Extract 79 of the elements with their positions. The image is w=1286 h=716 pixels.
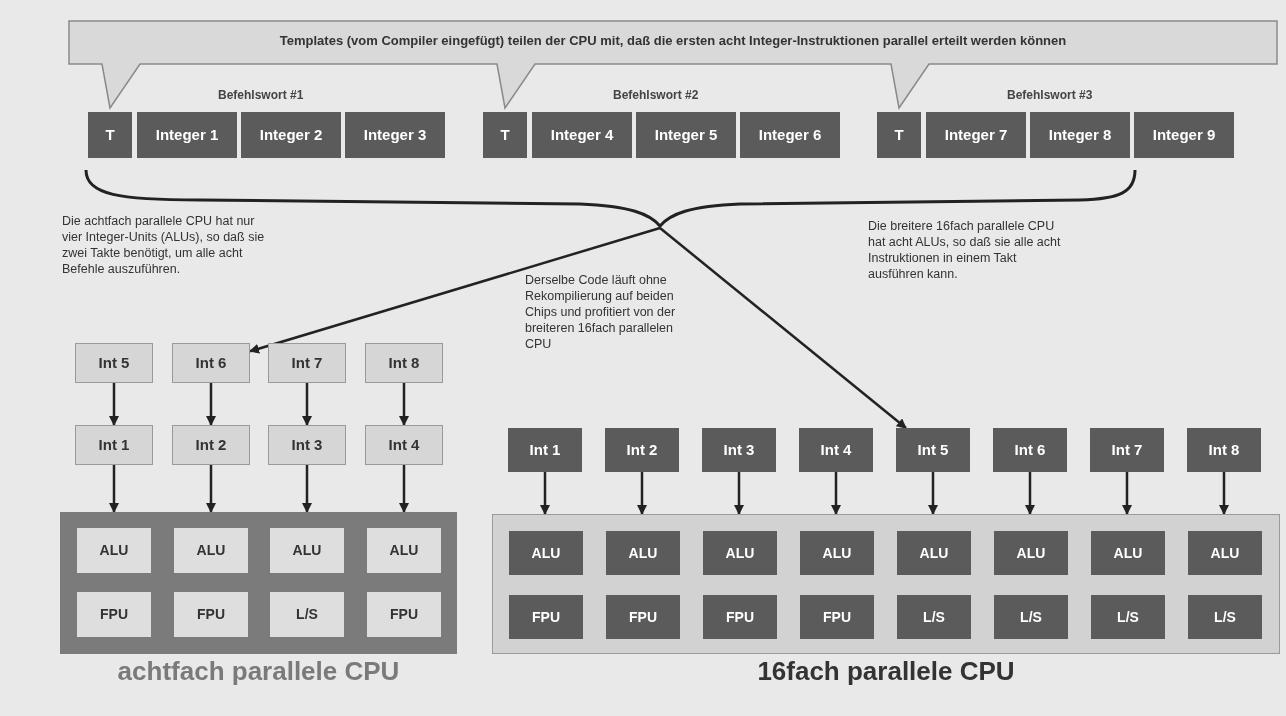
cpu-caption: achtfach parallele CPU [117, 658, 400, 684]
integer-instruction-box: Int 2 [172, 425, 250, 465]
execution-unit-box: ALU [270, 528, 344, 573]
arrow [302, 383, 312, 426]
arrow [1219, 472, 1229, 515]
integer-instruction-box: Int 6 [172, 343, 250, 383]
instruction-slot: Integer 7 [926, 112, 1026, 158]
arrow [1025, 472, 1035, 515]
arrow [540, 472, 550, 515]
instruction-slot: Integer 6 [740, 112, 840, 158]
execution-unit-box: ALU [800, 531, 874, 575]
arrow [249, 226, 661, 354]
arrow [734, 472, 744, 515]
execution-unit-box: FPU [174, 592, 248, 637]
integer-instruction-box: Int 4 [799, 428, 873, 472]
instruction-slot: Integer 2 [241, 112, 341, 158]
instruction-slot: T [88, 112, 132, 158]
instruction-slot: Integer 3 [345, 112, 445, 158]
callout-text: Templates (vom Compiler eingefügt) teilen der CPU mit, daß die ersten acht Integer-Instruktionen parallel erteilt werden können [278, 33, 1068, 50]
cpu-caption: 16fach parallele CPU [757, 658, 1015, 684]
execution-unit-box: ALU [994, 531, 1068, 575]
arrow [206, 383, 216, 426]
integer-instruction-box: Int 2 [605, 428, 679, 472]
arrow [302, 465, 312, 513]
annotation-text: Die achtfach parallele CPU hat nur vier Integer-Units (ALUs), so daß sie zwei Takte benötigt, um alle acht Befehle auszuführen. [62, 213, 266, 277]
execution-unit-box: ALU [174, 528, 248, 573]
execution-unit-box: L/S [270, 592, 344, 637]
instruction-slot: Integer 5 [636, 112, 736, 158]
arrow [831, 472, 841, 515]
integer-instruction-box: Int 7 [1090, 428, 1164, 472]
arrow [399, 383, 409, 426]
integer-instruction-box: Int 1 [75, 425, 153, 465]
execution-unit-box: FPU [606, 595, 680, 639]
execution-unit-box: ALU [509, 531, 583, 575]
execution-unit-box: L/S [994, 595, 1068, 639]
execution-unit-box: ALU [1091, 531, 1165, 575]
instruction-slot: Integer 4 [532, 112, 632, 158]
execution-unit-box: ALU [367, 528, 441, 573]
execution-unit-box: FPU [77, 592, 151, 637]
arrow [109, 383, 119, 426]
execution-unit-box: ALU [77, 528, 151, 573]
execution-unit-box: L/S [897, 595, 971, 639]
arrow [109, 465, 119, 513]
integer-instruction-box: Int 7 [268, 343, 346, 383]
integer-instruction-box: Int 6 [993, 428, 1067, 472]
arrow [659, 227, 907, 429]
execution-unit-box: FPU [800, 595, 874, 639]
instruction-slot: Integer 8 [1030, 112, 1130, 158]
integer-instruction-box: Int 3 [268, 425, 346, 465]
integer-instruction-box: Int 3 [702, 428, 776, 472]
integer-instruction-box: Int 5 [896, 428, 970, 472]
annotation-text: Derselbe Code läuft ohne Rekompilierung auf beiden Chips und profitiert von der breiteren 16fach parallelen CPU [525, 272, 677, 352]
execution-unit-box: ALU [606, 531, 680, 575]
annotation-text: Die breitere 16fach parallele CPU hat acht ALUs, so daß sie alle acht Instruktionen in einem Takt ausführen kann. [868, 218, 1062, 282]
integer-instruction-box: Int 8 [1187, 428, 1261, 472]
arrow [637, 472, 647, 515]
instruction-word-heading: Befehlswort #2 [613, 87, 699, 104]
execution-unit-box: ALU [897, 531, 971, 575]
execution-unit-box: L/S [1188, 595, 1262, 639]
execution-unit-box: L/S [1091, 595, 1165, 639]
instruction-slot: Integer 1 [137, 112, 237, 158]
arrow [928, 472, 938, 515]
execution-unit-box: FPU [367, 592, 441, 637]
integer-instruction-box: Int 1 [508, 428, 582, 472]
execution-unit-box: FPU [509, 595, 583, 639]
instruction-slot: T [877, 112, 921, 158]
arrow [206, 465, 216, 513]
execution-unit-box: FPU [703, 595, 777, 639]
instruction-word-heading: Befehlswort #3 [1007, 87, 1093, 104]
arrow [1122, 472, 1132, 515]
instruction-slot: Integer 9 [1134, 112, 1234, 158]
execution-unit-box: ALU [703, 531, 777, 575]
execution-unit-box: ALU [1188, 531, 1262, 575]
integer-instruction-box: Int 4 [365, 425, 443, 465]
integer-instruction-box: Int 8 [365, 343, 443, 383]
integer-instruction-box: Int 5 [75, 343, 153, 383]
instruction-slot: T [483, 112, 527, 158]
instruction-word-heading: Befehlswort #1 [218, 87, 304, 104]
arrow [399, 465, 409, 513]
